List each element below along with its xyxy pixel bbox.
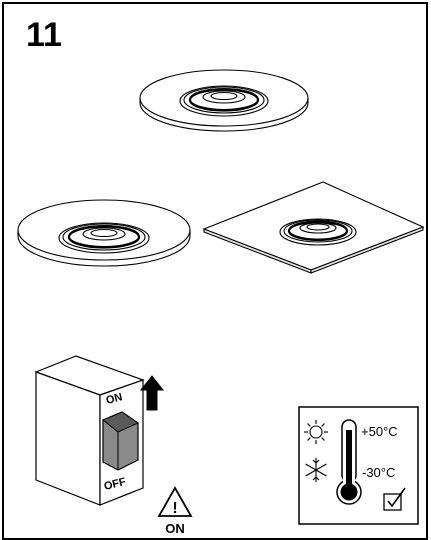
round-downlight-bottom <box>17 199 191 267</box>
warning-symbol: ! <box>172 500 177 517</box>
round-downlight-top <box>139 69 309 132</box>
square-downlight <box>202 181 425 274</box>
snowflake-icon <box>305 458 327 482</box>
sun-icon <box>304 420 328 444</box>
warning-icon: ! <box>157 486 193 517</box>
thermometer-icon <box>336 419 362 505</box>
checkbox-icon <box>383 487 406 511</box>
circuit-breaker: ON OFF <box>34 355 145 506</box>
switch-off-label: OFF <box>103 476 128 493</box>
max-temperature: +50°C <box>361 424 398 439</box>
min-temperature: -30°C <box>362 465 395 480</box>
switch-on-label: ON <box>105 391 124 407</box>
warning-on-label: ON <box>165 521 185 536</box>
step-number: 11 <box>26 16 62 54</box>
temperature-range-box: +50°C -30°C <box>298 406 419 525</box>
up-arrow-icon <box>139 375 165 411</box>
